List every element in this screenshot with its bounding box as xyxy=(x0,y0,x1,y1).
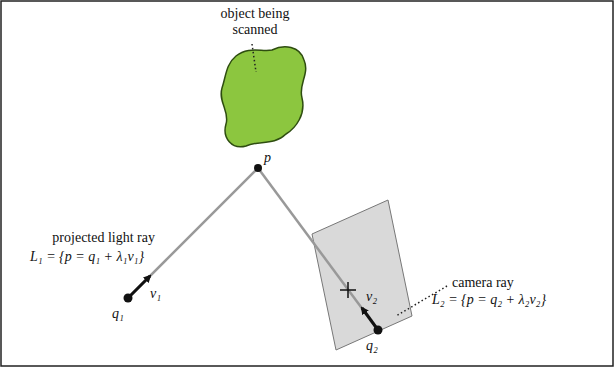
point-q1 xyxy=(124,294,133,303)
point-p xyxy=(254,164,262,172)
point-label: q₂ xyxy=(366,338,378,354)
ray-label: camera ray xyxy=(452,275,514,291)
object-label: object being scanned xyxy=(205,6,305,38)
point-q2 xyxy=(374,326,383,335)
scanned-object xyxy=(221,47,306,147)
direction-vector-v1 xyxy=(128,276,150,298)
ray-equation: L₂ = {p = q₂ + λ₂v₂} xyxy=(432,292,546,308)
image-point-cross xyxy=(340,282,356,298)
point-label: q₁ xyxy=(112,306,124,322)
ray-equation: L₁ = {p = q₁ + λ₁v₁} xyxy=(30,249,144,265)
camera-image-plane xyxy=(312,200,412,350)
leader-line xyxy=(252,44,256,72)
vector-label: v₂ xyxy=(366,289,377,305)
vector-label: v₁ xyxy=(150,286,161,302)
point-label: p xyxy=(264,150,271,166)
ray-label: projected light ray xyxy=(20,230,155,246)
camera-ray xyxy=(258,168,378,330)
